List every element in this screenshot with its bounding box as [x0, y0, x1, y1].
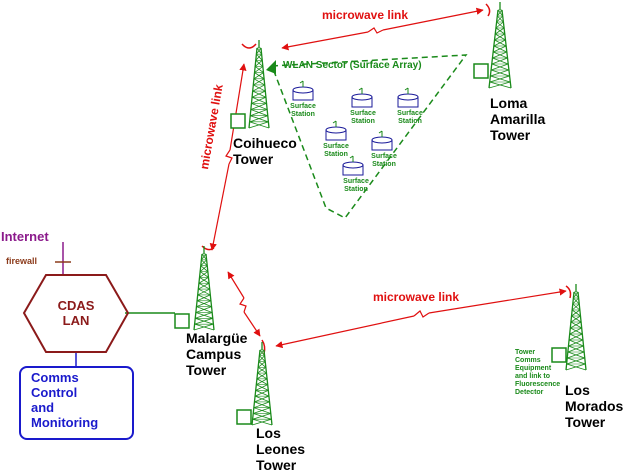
- surface-station-icon: [397, 87, 419, 108]
- dish-malargue: [201, 245, 215, 251]
- microwave-link-top: [281, 7, 484, 51]
- surface-station-icon: [371, 130, 393, 151]
- tower-label-coihueco: Coihueco Tower: [233, 135, 297, 167]
- tower-label-morados: Los Morados Tower: [565, 382, 623, 430]
- surface-station-label: Surface Station: [343, 178, 369, 193]
- surface-station-icon: [342, 155, 364, 176]
- firewall-label: firewall: [6, 256, 38, 266]
- tower-coihueco: [248, 40, 270, 129]
- surface-station-label: Surface Station: [323, 143, 349, 158]
- cdas-lan-hexagon: [22, 274, 130, 353]
- dish-loma: [485, 3, 491, 17]
- tower-los-morados: [565, 284, 587, 371]
- equipment-box-malargue: [174, 313, 190, 329]
- cdas-lan-label: CDAS LAN: [57, 298, 95, 328]
- surface-station-label: Surface Station: [350, 110, 376, 125]
- tower-label-leones: Los Leones Tower: [256, 425, 306, 473]
- microwave-link-mal-leones: [227, 271, 261, 337]
- tower-los-leones: [251, 342, 273, 426]
- microwave-link-right: [275, 288, 567, 349]
- surface-station-icon: [325, 120, 347, 141]
- tower-comms-note: Tower Comms Equipment and link to Fluore…: [515, 349, 561, 396]
- surface-stations: [292, 80, 419, 176]
- equipment-box-coihueco: [230, 113, 246, 129]
- surface-station-icon: [351, 87, 373, 108]
- comms-control-box: [19, 366, 134, 440]
- tower-label-malargue: Malargüe Campus Tower: [186, 330, 248, 378]
- dish-morados: [565, 285, 572, 299]
- sector-antenna-icon: [266, 60, 276, 74]
- tower-label-loma: Loma Amarilla Tower: [490, 95, 546, 143]
- surface-station-label: Surface Station: [397, 110, 423, 125]
- surface-station-icon: [292, 80, 314, 101]
- tower-malargue: [193, 246, 215, 331]
- equipment-box-loma: [473, 63, 489, 79]
- equipment-box-leones: [236, 409, 252, 425]
- dish-coihueco: [241, 43, 257, 49]
- surface-station-label: Surface Station: [371, 153, 397, 168]
- microwave-link-right-label: microwave link: [373, 290, 460, 304]
- surface-station-label: Surface Station: [290, 103, 316, 118]
- microwave-link-left: [209, 63, 247, 251]
- comms-control-label: Comms Control and Monitoring: [31, 370, 99, 430]
- microwave-link-top-label: microwave link: [322, 8, 409, 22]
- wlan-sector-label: WLAN Sector (Surface Array): [283, 60, 422, 71]
- equipment-box-morados: [551, 347, 567, 363]
- internet-label: Internet: [1, 229, 49, 244]
- tower-loma-amarilla: [488, 2, 512, 89]
